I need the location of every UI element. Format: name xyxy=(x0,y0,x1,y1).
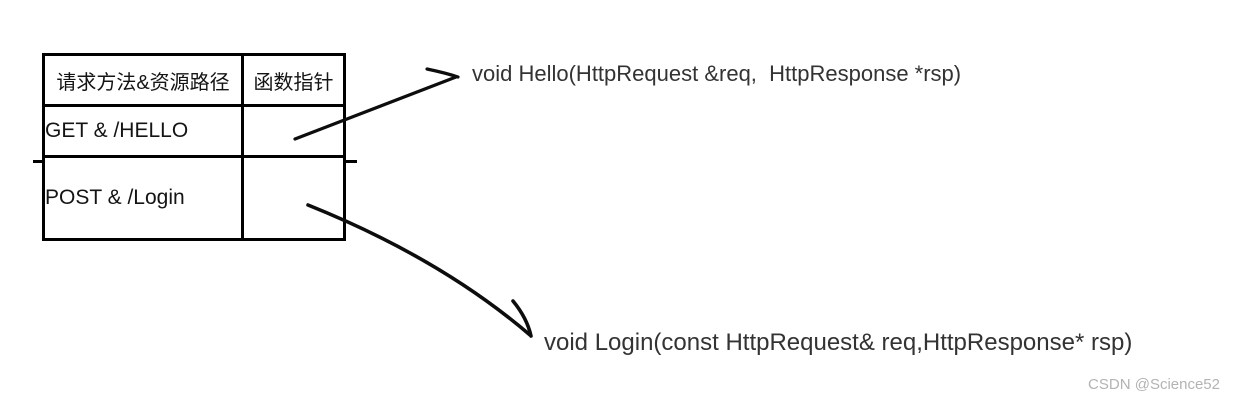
cell-route-get: GET & /HELLO xyxy=(42,104,244,158)
csdn-watermark: CSDN @Science52 xyxy=(1088,376,1220,393)
cell-route-post: POST & /Login xyxy=(42,155,244,241)
login-function-signature: void Login(const HttpRequest& req,HttpRe… xyxy=(544,329,1133,356)
arrow-login-head-icon xyxy=(511,299,533,338)
route-table: 请求方法&资源路径 函数指针 GET & /HELLO POST & /Logi… xyxy=(42,53,346,241)
arrow-hello-head-icon xyxy=(425,67,460,79)
hello-function-signature: void Hello(HttpRequest &req, HttpRespons… xyxy=(472,61,962,86)
table-header-row: 请求方法&资源路径 函数指针 xyxy=(42,53,346,107)
cell-pointer-get xyxy=(241,104,346,158)
cell-pointer-post xyxy=(241,155,346,241)
header-request-method-path: 请求方法&资源路径 xyxy=(42,53,244,107)
header-function-pointer: 函数指针 xyxy=(241,53,346,107)
table-row-post: POST & /Login xyxy=(42,155,346,241)
table-row-get: GET & /HELLO xyxy=(42,104,346,158)
